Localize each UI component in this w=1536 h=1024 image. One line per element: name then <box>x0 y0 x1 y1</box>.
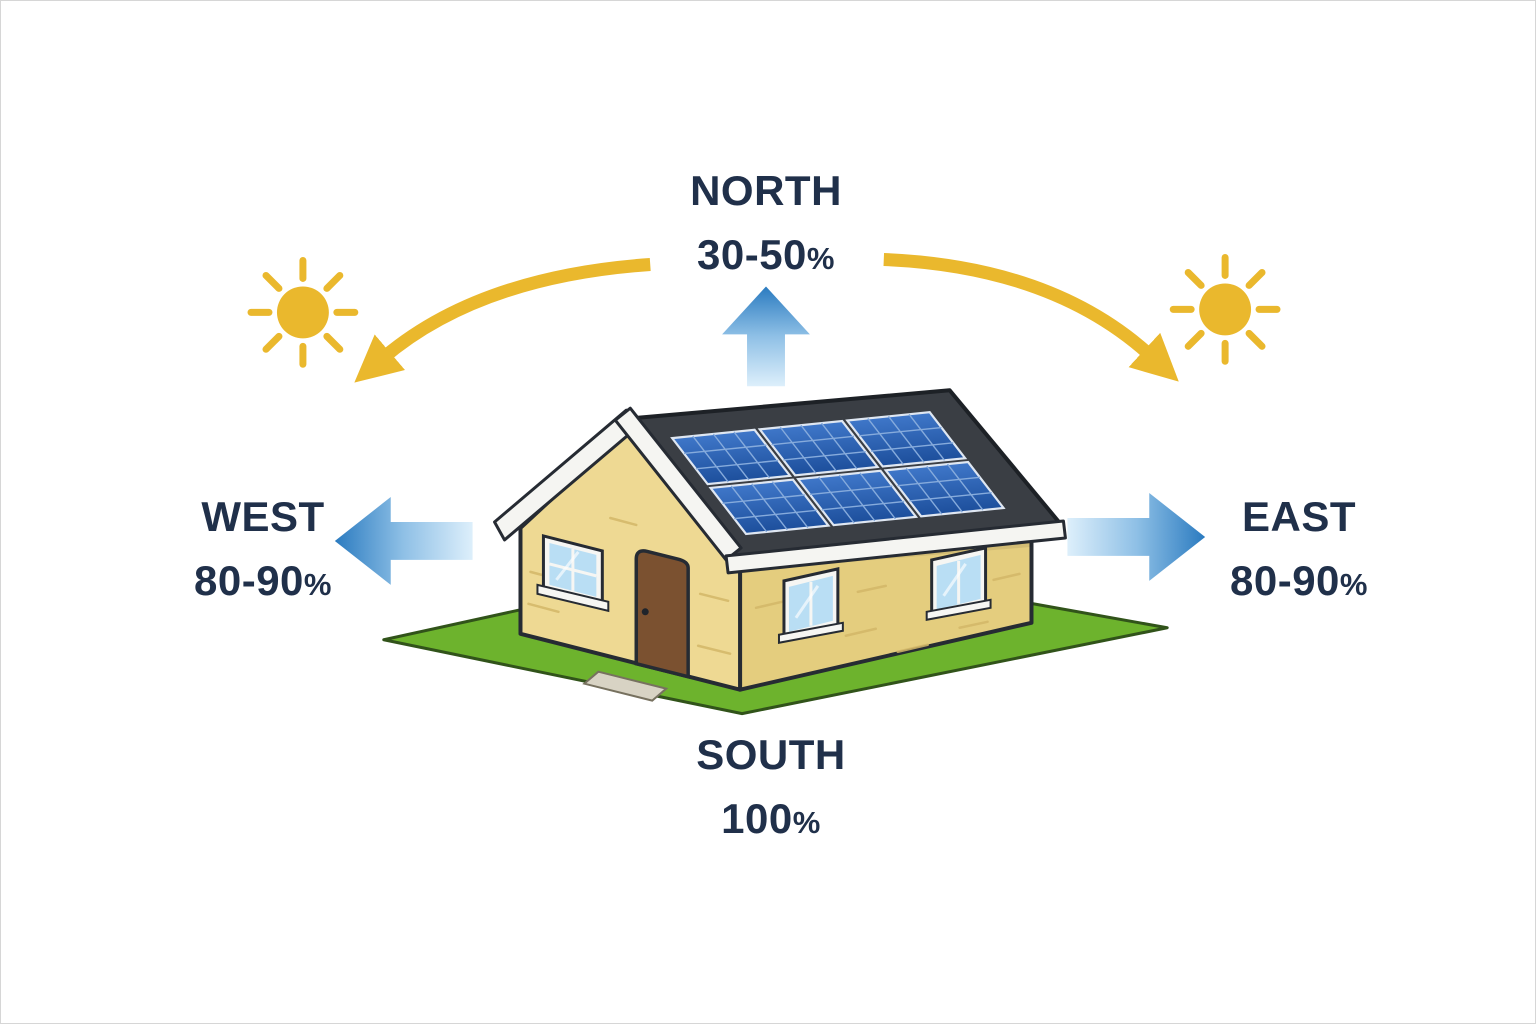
sun-path-group <box>354 253 1179 383</box>
west-label-block: WEST 80-90% <box>113 493 413 609</box>
brick-texture <box>527 516 1021 655</box>
door-knob <box>641 608 649 616</box>
sun-path-arc-east <box>883 253 1179 382</box>
solar-panel-array <box>672 412 1003 534</box>
sun-path-arc-west <box>354 258 651 383</box>
east-label-block: EAST 80-90% <box>1149 493 1449 609</box>
front-window-left <box>777 567 844 644</box>
house-illustration <box>384 390 1167 716</box>
door-step-path <box>582 670 669 702</box>
north-value-number: 30-50 <box>697 231 807 278</box>
north-efficiency-value: 30-50% <box>566 231 966 283</box>
gable-window <box>536 534 610 613</box>
east-efficiency-value: 80-90% <box>1149 557 1449 609</box>
west-value-number: 80-90 <box>194 557 304 604</box>
east-percent-sign: % <box>1339 567 1368 602</box>
east-direction-label: EAST <box>1241 493 1356 540</box>
sun-icon-west <box>247 256 359 368</box>
south-efficiency-value: 100% <box>571 795 971 847</box>
north-label-block: NORTH 30-50% <box>566 167 966 283</box>
north-direction-label: NORTH <box>690 167 842 214</box>
west-arrow-icon <box>334 497 473 585</box>
west-efficiency-value: 80-90% <box>113 557 413 609</box>
east-value-number: 80-90 <box>1230 557 1340 604</box>
front-window-right <box>925 546 992 621</box>
south-percent-sign: % <box>792 805 821 840</box>
north-percent-sign: % <box>806 241 835 276</box>
east-arrow-icon <box>1067 493 1206 581</box>
north-arrow-icon <box>722 286 810 387</box>
solar-panel-grid <box>672 412 1003 534</box>
west-percent-sign: % <box>303 567 332 602</box>
front-door <box>634 549 690 679</box>
sun-icon-east <box>1169 254 1281 365</box>
south-direction-label: SOUTH <box>696 731 846 778</box>
south-value-number: 100 <box>721 795 793 842</box>
eave-fascia <box>724 519 1067 575</box>
south-label-block: SOUTH 100% <box>571 731 971 847</box>
west-direction-label: WEST <box>201 493 325 540</box>
